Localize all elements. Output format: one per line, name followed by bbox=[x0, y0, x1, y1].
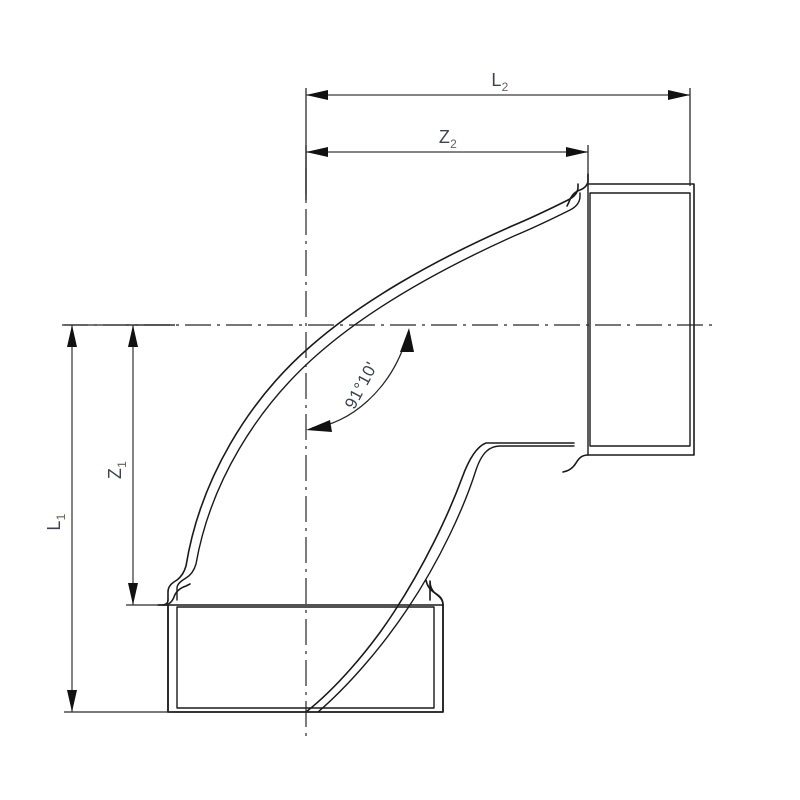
bottom-socket-right-lip bbox=[425, 579, 444, 606]
dimension-L1-label: L1 bbox=[44, 513, 68, 530]
dimension-L2-arrow-right bbox=[668, 90, 690, 100]
dimension-Z1-label: Z1 bbox=[105, 461, 129, 479]
dimension-L2-label: L2 bbox=[491, 70, 508, 94]
elbow-outer-wall-outer-edge bbox=[167, 183, 579, 601]
dimension-Z1: Z1 bbox=[105, 324, 175, 606]
dimension-Z1-arrow-top bbox=[128, 325, 138, 347]
dimension-L2: L2 bbox=[305, 70, 691, 200]
dimension-Z1-arrow-bottom bbox=[128, 583, 138, 605]
dimension-L1-arrow-top bbox=[67, 325, 77, 347]
dimension-L1-arrow-bottom bbox=[67, 690, 77, 712]
dimension-L2-arrow-left bbox=[306, 90, 328, 100]
dimension-Z2-label: Z2 bbox=[439, 127, 457, 151]
elbow-inner-wall-inner-edge bbox=[305, 442, 575, 713]
dimension-Z2: Z2 bbox=[305, 127, 589, 200]
dimension-L1: L1 bbox=[44, 324, 175, 713]
centerlines-group bbox=[62, 168, 718, 740]
pipe-elbow-body bbox=[157, 173, 695, 713]
bottom-socket bbox=[157, 579, 444, 713]
right-socket-bottom-lip bbox=[562, 454, 589, 473]
right-socket-bell-outline bbox=[587, 183, 695, 456]
angle-arrow-vertical-end bbox=[306, 420, 332, 432]
dimension-Z2-arrow-right bbox=[566, 147, 588, 157]
bottom-socket-left-lip bbox=[157, 583, 191, 606]
right-socket-bore bbox=[589, 192, 691, 447]
elbow-outer-wall-inner-edge bbox=[176, 192, 581, 601]
bottom-socket-bore bbox=[176, 606, 435, 709]
elbow-inner-wall-outer-edge bbox=[317, 445, 575, 713]
angle-dimension: 91°10' bbox=[306, 328, 414, 432]
angle-value-label: 91°10' bbox=[341, 359, 381, 412]
dimension-Z2-arrow-left bbox=[306, 147, 328, 157]
right-socket bbox=[562, 173, 695, 473]
angle-arrow-horizontal-end bbox=[400, 328, 414, 352]
